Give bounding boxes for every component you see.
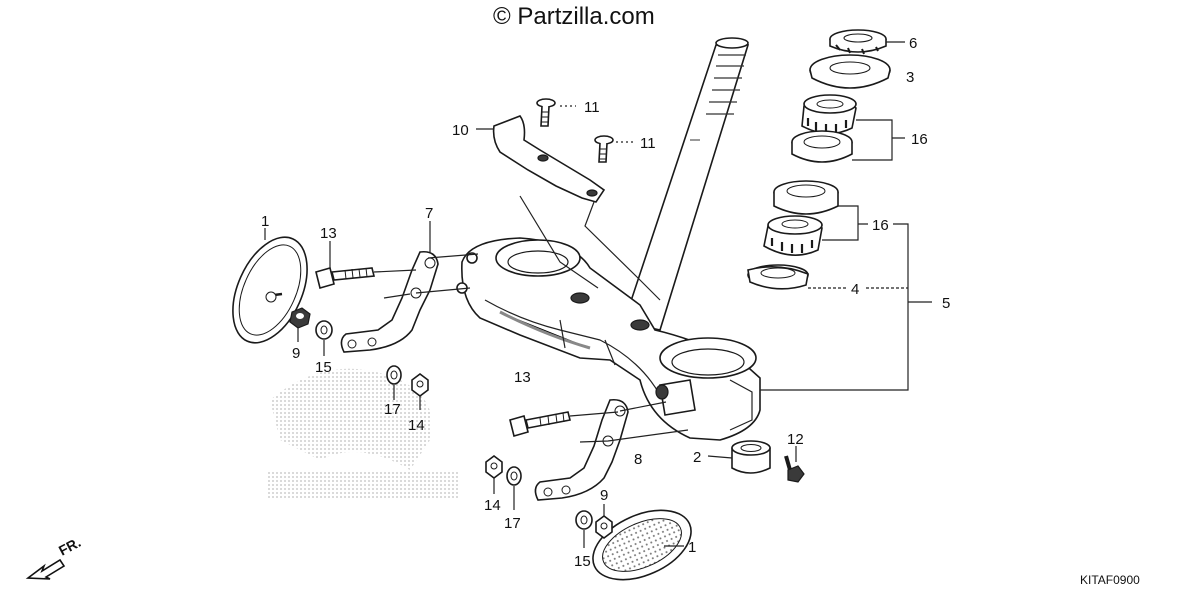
steering-stem-lower-bracket — [456, 237, 761, 441]
callout-2: 2 — [693, 449, 701, 466]
part-16-upper-race — [791, 130, 853, 163]
callout-14-right: 14 — [484, 497, 501, 514]
part-16-upper-bearing — [801, 94, 857, 135]
part-16-lower-race — [773, 180, 839, 215]
part-11-screw-b — [594, 135, 614, 163]
part-11-screw-a — [536, 98, 556, 127]
callout-13-upper: 13 — [320, 225, 337, 242]
part-9-nut-left — [289, 307, 311, 329]
callout-15-right: 15 — [574, 553, 591, 570]
callout-1-left: 1 — [261, 213, 269, 230]
brand-mark-watermark — [268, 368, 458, 498]
callout-4: 4 — [851, 281, 859, 298]
callout-17-left: 17 — [384, 401, 401, 418]
callout-16-upper: 16 — [911, 131, 928, 148]
direction-label: FR. — [56, 534, 83, 559]
part-10-bracket — [492, 115, 606, 203]
callout-17-right: 17 — [504, 515, 521, 532]
callout-8: 8 — [634, 451, 642, 468]
part-16-lower-bearing — [763, 215, 823, 256]
callout-11-a: 11 — [584, 99, 600, 116]
part-13-bolt-upper — [315, 267, 376, 289]
steering-stem-tube — [622, 37, 750, 331]
callout-3: 3 — [906, 69, 914, 86]
part-15-washer-left — [315, 320, 333, 340]
part-8-stay — [534, 398, 629, 501]
callout-12: 12 — [787, 431, 804, 448]
callout-5: 5 — [942, 295, 950, 312]
callout-6: 6 — [909, 35, 917, 52]
leader-lines — [264, 41, 932, 548]
part-3-dust-seal — [809, 54, 891, 89]
callout-14-left: 14 — [408, 417, 425, 434]
callout-10: 10 — [452, 122, 469, 139]
part-17-washer-right — [506, 466, 522, 486]
drawing-code: KITAF0900 — [1080, 573, 1140, 587]
part-9-nut-right — [595, 515, 613, 539]
callout-labels: 6 3 16 16 4 5 11 11 10 1 13 7 9 15 17 14… — [261, 35, 950, 570]
part-14-nut-right — [485, 455, 503, 479]
callout-7: 7 — [425, 205, 433, 222]
callout-13-lower: 13 — [514, 369, 531, 386]
part-2-collar — [731, 440, 771, 474]
watermark-text: © Partzilla.com — [493, 3, 655, 30]
part-1-cap-left — [232, 236, 308, 344]
part-1-cap-right — [592, 509, 692, 581]
callout-9-left: 9 — [292, 345, 300, 362]
part-7-stay — [340, 250, 439, 353]
callout-11-b: 11 — [640, 135, 656, 152]
callout-1-right: 1 — [688, 539, 696, 556]
front-direction-arrow-icon: FR. — [25, 534, 83, 580]
part-17-washer-left — [386, 365, 402, 385]
part-12-bolt — [784, 455, 805, 483]
part-14-nut-left — [411, 373, 429, 397]
part-13-bolt-lower — [509, 411, 571, 437]
callout-15-left: 15 — [315, 359, 332, 376]
callout-9-right: 9 — [600, 487, 608, 504]
callout-16-lower: 16 — [872, 217, 889, 234]
part-4-dust-seal — [747, 264, 809, 290]
part-15-washer-right — [575, 510, 593, 530]
part-6-lock-nut — [829, 29, 887, 55]
